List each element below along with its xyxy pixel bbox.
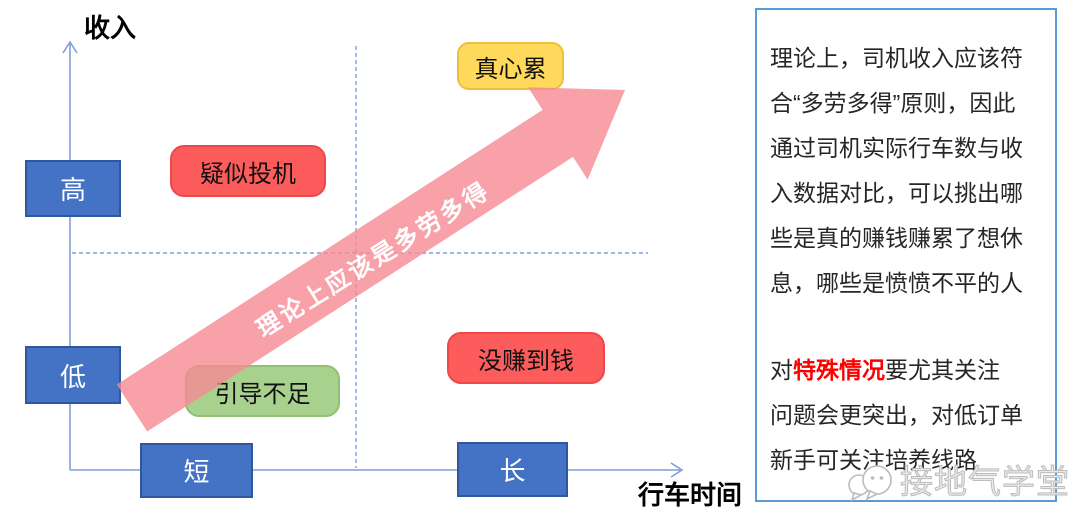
panel-text-prefix: 对	[770, 357, 793, 383]
tick-box-short-label: 短	[183, 457, 210, 487]
tick-box-low: 低	[25, 346, 121, 404]
explanation-panel: 理论上，司机收入应该符 合“多劳多得”原则，因此 通过司机实际行车数与收 入数据…	[755, 8, 1057, 502]
panel-text-line: 息，哪些是愤愤不平的人	[770, 270, 1023, 296]
panel-text-line: 些是真的赚钱赚累了想休	[770, 225, 1023, 251]
quadrant-box-bottom-left: 引导不足	[185, 365, 340, 417]
panel-text-suffix: 要尤其关注	[885, 357, 1000, 383]
panel-text-line: 合“多劳多得”原则，因此	[770, 90, 1016, 116]
quadrant-bottom-right-label: 没赚到钱	[478, 347, 574, 375]
panel-text-highlight: 特殊情况	[793, 357, 885, 383]
tick-box-high: 高	[25, 160, 121, 217]
tick-box-long-label: 长	[499, 456, 526, 486]
x-axis-arrowhead-icon	[670, 462, 684, 478]
panel-text-line: 入数据对比，可以挑出哪	[770, 180, 1023, 206]
panel-text-line: 通过司机实际行车数与收	[770, 135, 1023, 161]
panel-text-line: 对特殊情况要尤其关注	[770, 348, 1043, 393]
tick-box-low-label: 低	[59, 361, 86, 392]
panel-text-line: 理论上，司机收入应该符	[770, 45, 1023, 71]
panel-text-line: 新手可关注培养线路	[770, 447, 977, 473]
quadrant-bottom-left-label: 引导不足	[214, 380, 311, 408]
panel-second-paragraph: 对特殊情况要尤其关注 问题会更突出，对低订单 新手可关注培养线路	[770, 348, 1043, 483]
tick-box-high-label: 高	[59, 175, 86, 205]
panel-text-line: 问题会更突出，对低订单	[770, 402, 1023, 428]
y-axis-label: 收入	[84, 13, 137, 43]
quadrant-box-top-left: 疑似投机	[170, 145, 326, 197]
trend-arrow	[116, 87, 626, 432]
quadrant-top-right-label: 真心累	[474, 55, 547, 83]
quadrant-box-bottom-right: 没赚到钱	[447, 332, 605, 384]
quadrant-box-top-right: 真心累	[457, 42, 564, 90]
y-axis-arrowhead-icon	[62, 40, 78, 54]
trend-arrow-layer	[116, 87, 626, 432]
tick-box-long: 长	[457, 442, 568, 497]
quadrant-top-left-label: 疑似投机	[200, 160, 296, 188]
tick-box-short: 短	[140, 443, 253, 498]
x-axis-label: 行车时间	[638, 480, 743, 510]
